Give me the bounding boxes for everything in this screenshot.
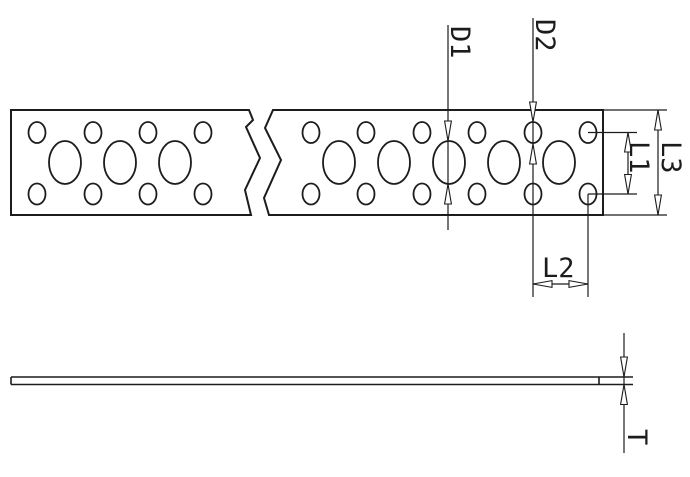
small-hole (467, 121, 487, 144)
d1-arrow-down-icon (443, 120, 453, 142)
d2-arrow-down-icon (528, 101, 538, 123)
dimensions-top-view: D1 D2 L2 L1 L3 (443, 18, 686, 297)
oval-hole (322, 140, 356, 185)
small-hole (83, 121, 103, 144)
holes-left-bottom-row (27, 182, 213, 206)
small-hole (301, 182, 321, 206)
l1-arrow-down-icon (623, 173, 633, 195)
small-hole (138, 182, 158, 206)
small-hole (138, 121, 158, 144)
l2-arrow-left-icon (532, 279, 553, 289)
holes-right-oval-row (322, 140, 576, 185)
oval-hole (103, 140, 137, 185)
oval-hole (542, 140, 576, 185)
small-hole (356, 182, 376, 206)
small-hole (467, 182, 487, 206)
l2-arrow-right-icon (568, 279, 589, 289)
small-hole (412, 182, 432, 206)
small-hole (83, 182, 103, 206)
t-arrow-up-icon (619, 384, 629, 406)
l3-arrow-up-icon (653, 109, 663, 131)
small-hole (356, 121, 376, 144)
holes-left-top-row (27, 121, 213, 144)
l1-label: L1 (623, 141, 654, 174)
d2-arrow-up-icon (528, 143, 538, 165)
oval-hole (48, 140, 82, 185)
top-view (10, 109, 604, 216)
d1-label: D1 (444, 26, 475, 59)
d1-arrow-up-icon (443, 183, 453, 205)
side-view: T (10, 333, 652, 453)
strip-right-piece-outline (262, 109, 604, 216)
small-hole (27, 182, 47, 206)
holes-left-oval-row (48, 140, 192, 185)
l1-arrow-up-icon (623, 132, 633, 153)
l3-label: L3 (655, 141, 686, 174)
small-hole (301, 121, 321, 144)
oval-hole (487, 140, 521, 185)
small-hole (193, 121, 213, 144)
small-hole (412, 121, 432, 144)
oval-hole (432, 140, 466, 185)
small-hole (27, 121, 47, 144)
l3-arrow-down-icon (653, 194, 663, 216)
strip-left-piece-outline (10, 109, 262, 216)
d2-label: D2 (529, 19, 560, 52)
oval-hole (377, 140, 411, 185)
l2-label: L2 (542, 253, 575, 284)
oval-hole (158, 140, 192, 185)
t-label: T (621, 429, 652, 445)
t-arrow-down-icon (619, 356, 629, 378)
small-hole (193, 182, 213, 206)
